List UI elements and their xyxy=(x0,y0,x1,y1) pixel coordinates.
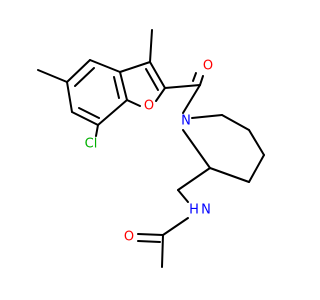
bond xyxy=(248,129,265,156)
bond xyxy=(182,129,211,169)
carbonyl-oxygen-atom-label: O xyxy=(203,59,213,74)
bond xyxy=(71,111,99,126)
bond xyxy=(164,84,201,89)
bond xyxy=(221,114,250,131)
bond xyxy=(119,71,128,101)
bond xyxy=(113,76,120,99)
bond xyxy=(97,99,128,126)
bond xyxy=(126,99,141,107)
bond xyxy=(145,68,159,91)
atom-labels: Cl O O N N H O xyxy=(85,59,213,245)
bond xyxy=(199,75,204,86)
amide-hydrogen-atom-label: H xyxy=(189,203,199,218)
bond xyxy=(155,87,166,102)
bonds xyxy=(37,29,265,268)
bond xyxy=(177,189,189,203)
bond xyxy=(37,69,68,83)
chlorine-atom-label: Cl xyxy=(85,137,98,152)
ring-oxygen-atom-label: O xyxy=(144,99,154,114)
bond xyxy=(95,124,99,137)
bond xyxy=(66,81,73,113)
bond xyxy=(162,217,189,236)
acetyl-oxygen-atom-label: O xyxy=(124,230,134,245)
bond xyxy=(119,61,151,73)
bond xyxy=(137,240,161,243)
amide-nitrogen-atom-label: N xyxy=(201,203,211,218)
bond xyxy=(66,59,91,83)
bond xyxy=(177,167,211,191)
molecule-structure-diagram: Cl O O N N H O xyxy=(37,29,265,268)
bond xyxy=(149,29,153,63)
bond xyxy=(149,61,166,89)
bond xyxy=(78,107,100,119)
bond xyxy=(191,114,223,119)
bond xyxy=(192,72,197,82)
bond xyxy=(137,233,164,236)
bond xyxy=(209,167,250,183)
ring-nitrogen-atom-label: N xyxy=(181,114,191,129)
bond xyxy=(74,67,95,87)
bond xyxy=(89,59,121,73)
bond xyxy=(182,84,201,114)
bond xyxy=(161,234,164,268)
bond xyxy=(248,154,265,183)
